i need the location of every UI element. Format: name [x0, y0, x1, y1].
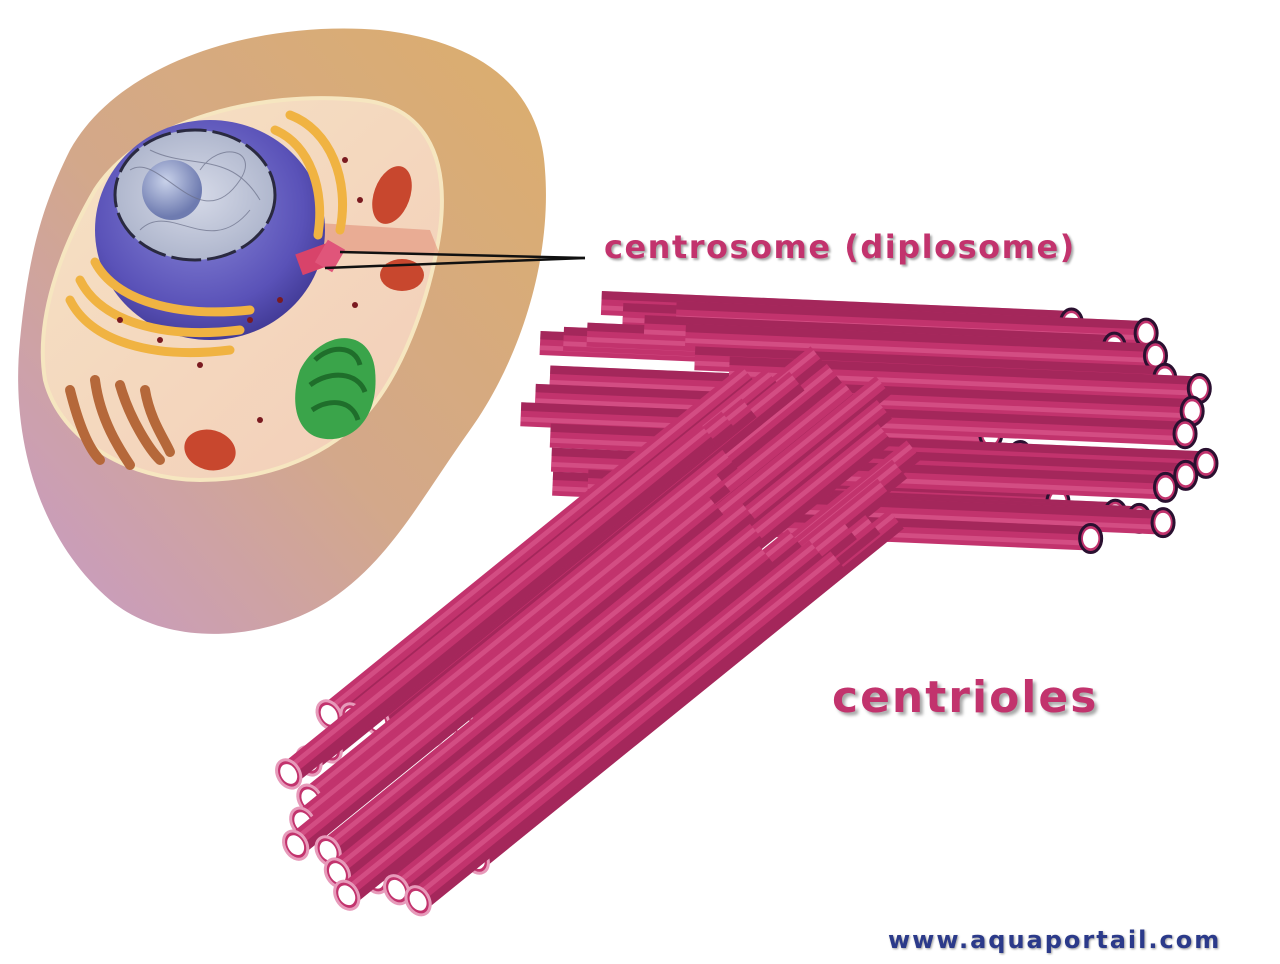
back-centriole-tube — [684, 323, 1168, 372]
front-centriole-tube — [275, 424, 717, 790]
website-watermark: www.aquaportail.com — [888, 926, 1222, 954]
front-centriole-tube — [282, 495, 724, 861]
mitochondria — [184, 166, 424, 471]
centrosome-label: centrosome (diplosome) — [604, 228, 1076, 266]
chloroplast-like-organelle — [295, 338, 376, 440]
front-centriole-tube — [383, 540, 825, 906]
centriole-front-barrel — [275, 346, 922, 917]
golgi-apparatus — [65, 110, 348, 357]
back-centriole-tube — [728, 356, 1212, 405]
front-centriole-tube — [404, 551, 846, 917]
centrioles-label: centrioles — [832, 672, 1099, 723]
animal-cell-illustration — [18, 28, 546, 634]
ribosome-dots — [117, 157, 363, 423]
front-centriole-tube — [323, 523, 765, 889]
rough-er — [65, 375, 175, 470]
front-centriole-tube — [333, 545, 775, 911]
centrosome-marker — [295, 239, 346, 276]
leader-lines — [324, 250, 586, 270]
front-centriole-tube — [314, 501, 756, 867]
nucleolus — [142, 160, 202, 220]
chromatin — [129, 149, 261, 232]
